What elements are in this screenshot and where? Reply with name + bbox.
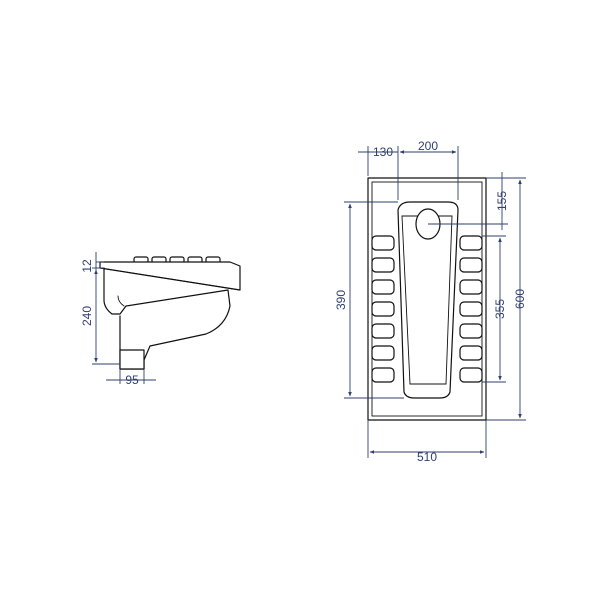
dimension-treads-length: 355 bbox=[482, 235, 507, 383]
top-view-rim bbox=[371, 181, 483, 417]
side-view-rim bbox=[99, 261, 241, 291]
side-view-trap bbox=[117, 295, 125, 307]
dim-label-total-length: 600 bbox=[513, 289, 527, 309]
dimension-rim-offset: 130 bbox=[358, 145, 399, 200]
dim-label-hole-offset: 155 bbox=[495, 191, 509, 211]
side-view-outlet bbox=[119, 349, 145, 370]
side-view-bowl bbox=[103, 267, 231, 370]
dim-label-inner-length: 390 bbox=[334, 290, 348, 310]
top-view-right-treads bbox=[459, 235, 483, 383]
top-view: 130 200 155 390 355 bbox=[334, 139, 527, 464]
top-view-left-treads bbox=[371, 235, 395, 383]
dimension-inner-length: 390 bbox=[334, 201, 404, 399]
dimension-height: 240 bbox=[80, 267, 120, 365]
dim-label-treads-length: 355 bbox=[493, 299, 507, 319]
dim-label-height: 240 bbox=[80, 306, 94, 326]
dimension-hole-offset: 155 bbox=[428, 172, 509, 230]
dim-label-rim-offset: 130 bbox=[373, 145, 393, 159]
dim-label-bowl-width: 200 bbox=[418, 139, 438, 153]
dimension-total-length: 600 bbox=[486, 177, 527, 421]
dim-label-outlet-width: 95 bbox=[125, 373, 139, 387]
top-view-bowl bbox=[397, 201, 459, 399]
side-view: 12 240 95 bbox=[80, 252, 241, 387]
dimension-bowl-width: 200 bbox=[399, 139, 459, 200]
dimension-total-width: 510 bbox=[367, 420, 487, 464]
dim-label-top-thickness: 12 bbox=[80, 259, 94, 273]
dim-label-total-width: 510 bbox=[417, 450, 437, 464]
dimension-outlet-width: 95 bbox=[106, 369, 156, 387]
